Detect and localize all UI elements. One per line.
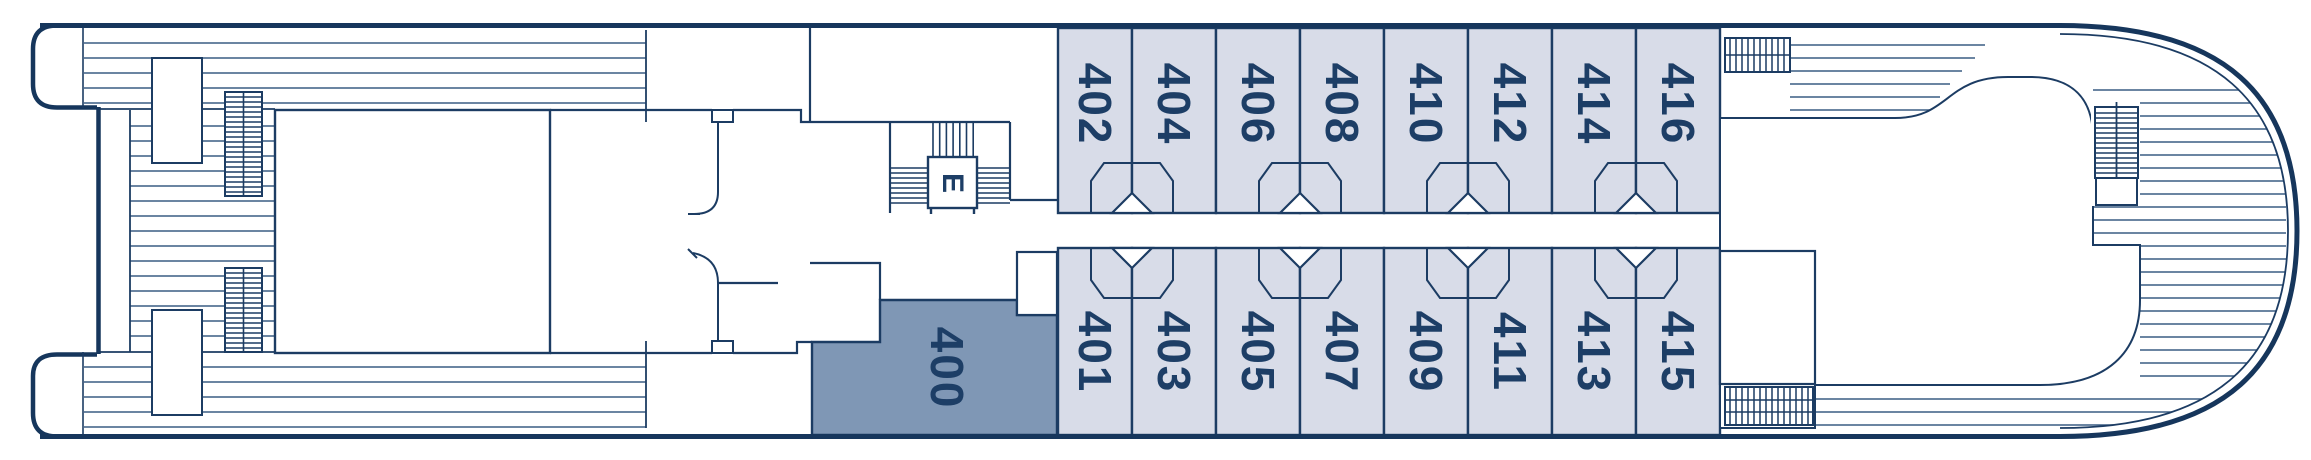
- cabin-label: 401: [1069, 311, 1121, 394]
- cabin-401-entry-closet: [1015, 250, 1059, 317]
- cabin-label: 402: [1069, 63, 1121, 146]
- cabin-label: 405: [1232, 311, 1284, 394]
- cabin-label: 409: [1400, 311, 1452, 394]
- elevator-label: E: [936, 173, 969, 193]
- cabin-label: 400: [921, 327, 973, 410]
- cabin-401[interactable]: 401: [1056, 246, 1134, 437]
- cabin-406[interactable]: 406: [1214, 26, 1302, 215]
- bow-bulwark-line: [2059, 33, 2289, 429]
- cabin-402[interactable]: 402: [1056, 26, 1134, 215]
- aft-stairs-top[interactable]: [224, 91, 263, 197]
- cabin-row-top: 402 404 406 408 410 412 414 416: [1056, 26, 1722, 215]
- elevator[interactable]: E: [926, 155, 979, 214]
- cabin-label: 404: [1148, 63, 1200, 146]
- bow-lounge: [1719, 76, 2141, 429]
- deck-structure-bottom: [151, 309, 203, 416]
- deck-structure-top: [151, 57, 203, 164]
- aft-lounge-room: [273, 108, 552, 355]
- cabin-label: 403: [1148, 311, 1200, 394]
- stern-sponson-bottom: [30, 352, 97, 439]
- cabin-400[interactable]: 400: [810, 298, 1059, 437]
- cabin-label: 411: [1484, 312, 1536, 392]
- cabin-label: 412: [1484, 63, 1536, 146]
- side-walkway: [98, 110, 130, 352]
- midship-stairs[interactable]: [888, 122, 1058, 213]
- bow-hatch-top: [1724, 37, 1791, 73]
- hull-outline: [40, 23, 2300, 439]
- cabin-label: 407: [1316, 311, 1368, 394]
- cabin-row-bottom: 401 403 405 407 409 411 413 415: [1056, 246, 1722, 437]
- cabin-door-markers: [1109, 191, 1659, 270]
- cabin-door-bays: [1090, 162, 1678, 299]
- stern-sponson-top: [30, 23, 97, 110]
- aft-stairs-bottom[interactable]: [224, 267, 263, 353]
- elevator-shaft-hatch: [932, 122, 974, 157]
- cabin-label: 408: [1316, 63, 1368, 146]
- stair-treads-right: [977, 167, 1010, 204]
- cabin-label: 414: [1568, 63, 1620, 146]
- cabin-area[interactable]: [1056, 26, 1134, 215]
- cabin-label: 415: [1652, 311, 1704, 394]
- vestibule-doors[interactable]: [687, 122, 719, 341]
- cabin-label: 406: [1232, 63, 1284, 146]
- bow-stairs[interactable]: [2091, 100, 2140, 206]
- bow-hatch-bottom: [1724, 386, 1814, 426]
- cabin-label: 413: [1568, 311, 1620, 394]
- door-swing-top: [688, 122, 719, 215]
- cabin-410[interactable]: 410: [1382, 26, 1470, 215]
- cabin-label: 410: [1400, 63, 1452, 146]
- door-swing-bottom: [687, 248, 719, 341]
- midship-walls: [550, 28, 1010, 428]
- cabin-area[interactable]: [1056, 246, 1134, 437]
- stair-treads-left: [890, 167, 928, 204]
- bow-room: [1718, 249, 1817, 386]
- cabin-label: 416: [1652, 63, 1704, 146]
